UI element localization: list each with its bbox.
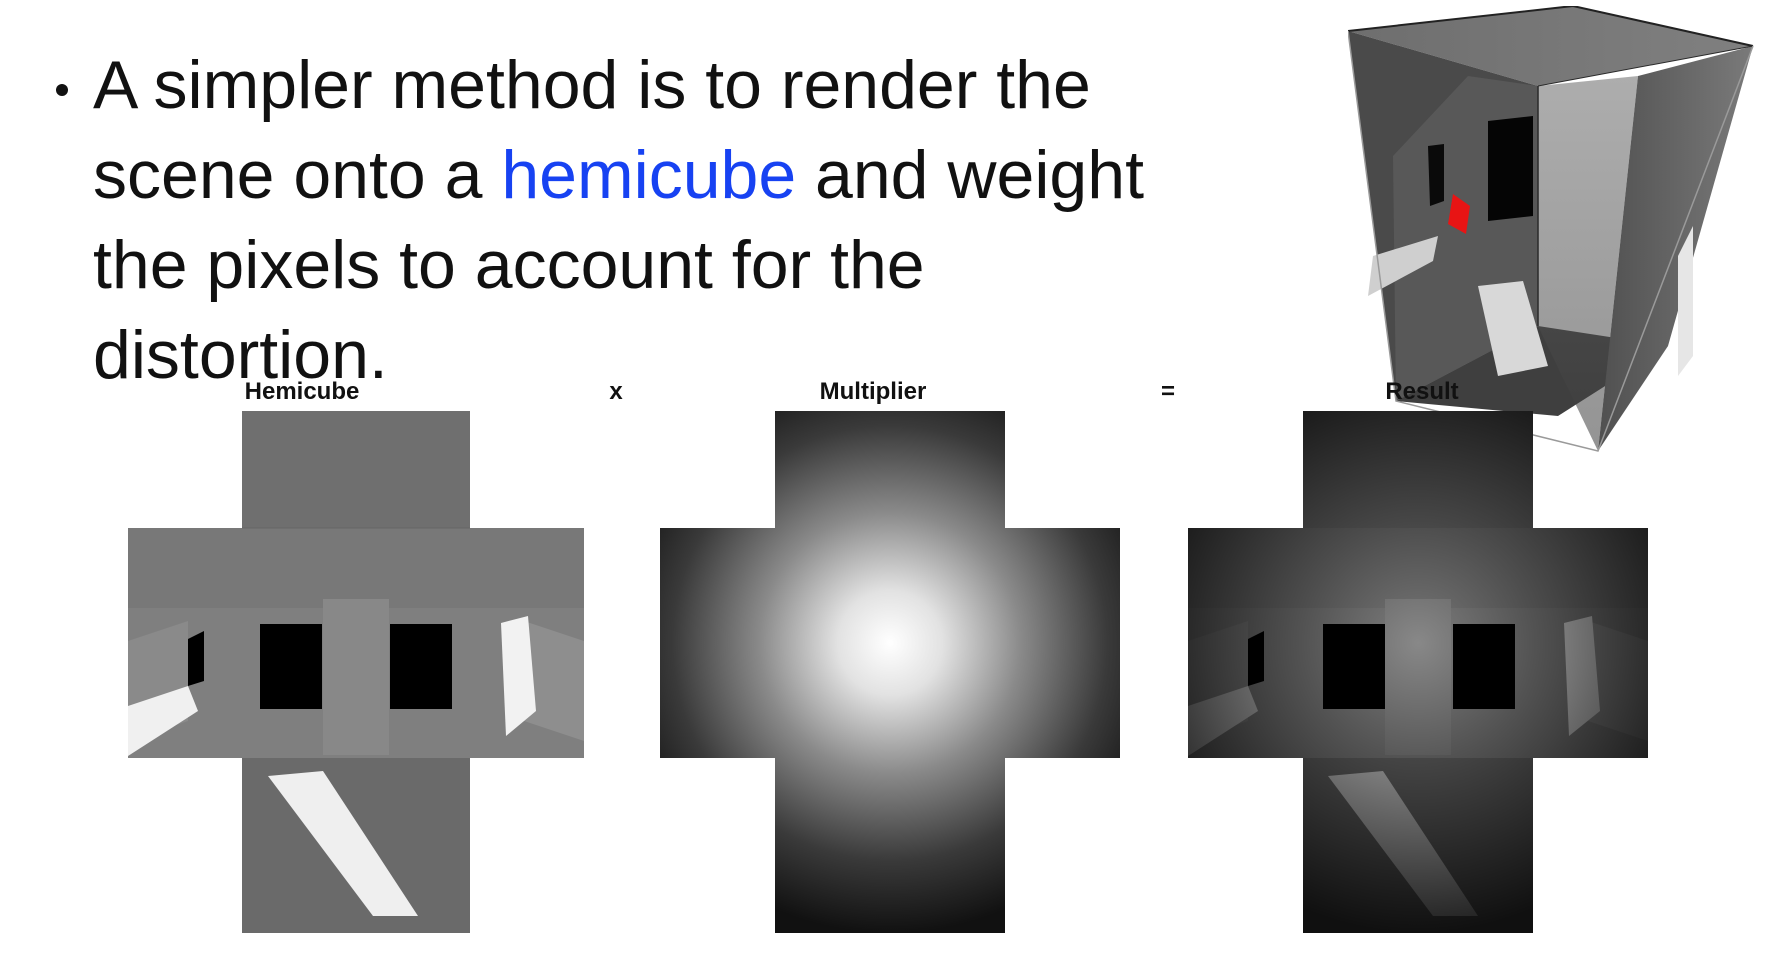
bullet-dot-icon xyxy=(56,84,68,96)
result-panel xyxy=(1188,411,1648,933)
bullet-line-1: A simpler method is to render the xyxy=(93,47,1091,123)
times-operator: x xyxy=(609,378,623,405)
bullet-line-4: distortion. xyxy=(93,317,388,393)
bullet-line-2-post: and weight xyxy=(796,137,1144,213)
room-cube-illustration xyxy=(1347,4,1768,461)
hemicube-panel xyxy=(128,411,584,933)
bullet-text: A simpler method is to render the scene … xyxy=(93,40,1144,400)
hemicube-highlight: hemicube xyxy=(501,137,797,213)
multiplier-panel xyxy=(660,411,1120,933)
bullet-line-2-pre: scene onto a xyxy=(93,137,502,213)
red-patch-icon xyxy=(1448,194,1470,234)
result-label: Result xyxy=(1385,378,1459,405)
bullet-line-3: the pixels to account for the xyxy=(93,227,925,303)
multiplier-label: Multiplier xyxy=(819,378,927,405)
bullet-line-2: scene onto a hemicube and weight xyxy=(93,130,1144,220)
hemicube-label: Hemicube xyxy=(244,378,360,405)
equals-operator: = xyxy=(1160,378,1175,405)
